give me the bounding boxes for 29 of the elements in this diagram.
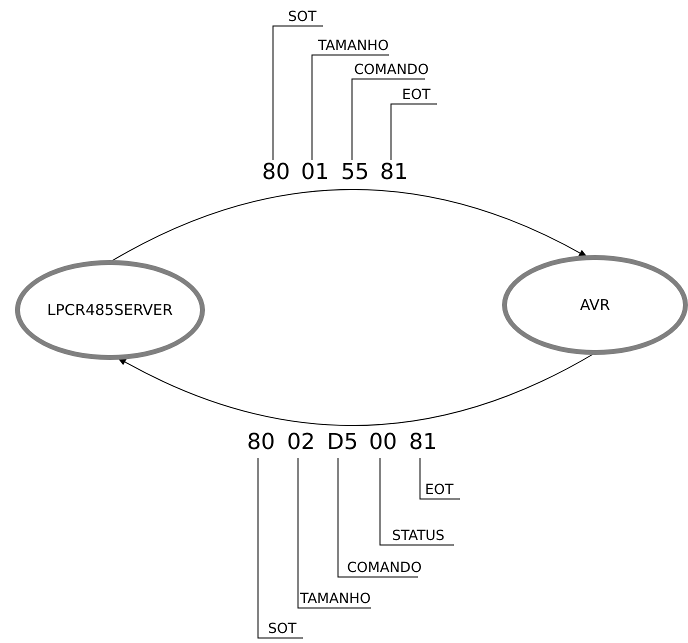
field-label: EOT [425,483,454,497]
byte-value: D5 [327,432,358,454]
leader-line [390,104,438,160]
leader-line [338,458,418,578]
leader-line [312,54,390,160]
byte-value: 80 [247,432,275,454]
field-label: EOT [402,88,430,102]
byte-value: 81 [409,432,437,454]
byte-value: 55 [341,162,369,184]
leader-line [420,458,460,500]
field-label: COMANDO [354,63,429,77]
field-label: COMANDO [347,561,422,575]
byte-value: 01 [301,162,329,184]
field-label: SOT [288,10,316,24]
byte-value: 81 [380,162,408,184]
leader-line [272,26,324,160]
byte-value: 80 [262,162,290,184]
ellipse-node: AVR [502,255,688,355]
field-label: TAMANHO [318,39,389,53]
field-label: SOT [268,622,296,636]
ellipse-node: LPCR485SERVER [15,260,205,360]
leader-line [352,78,426,160]
byte-value: 02 [287,432,315,454]
leader-line [380,458,454,546]
field-label: STATUS [392,529,445,543]
field-label: TAMANHO [300,592,371,606]
byte-value: 00 [369,432,397,454]
leader-line [258,458,304,638]
leader-line [298,458,372,608]
